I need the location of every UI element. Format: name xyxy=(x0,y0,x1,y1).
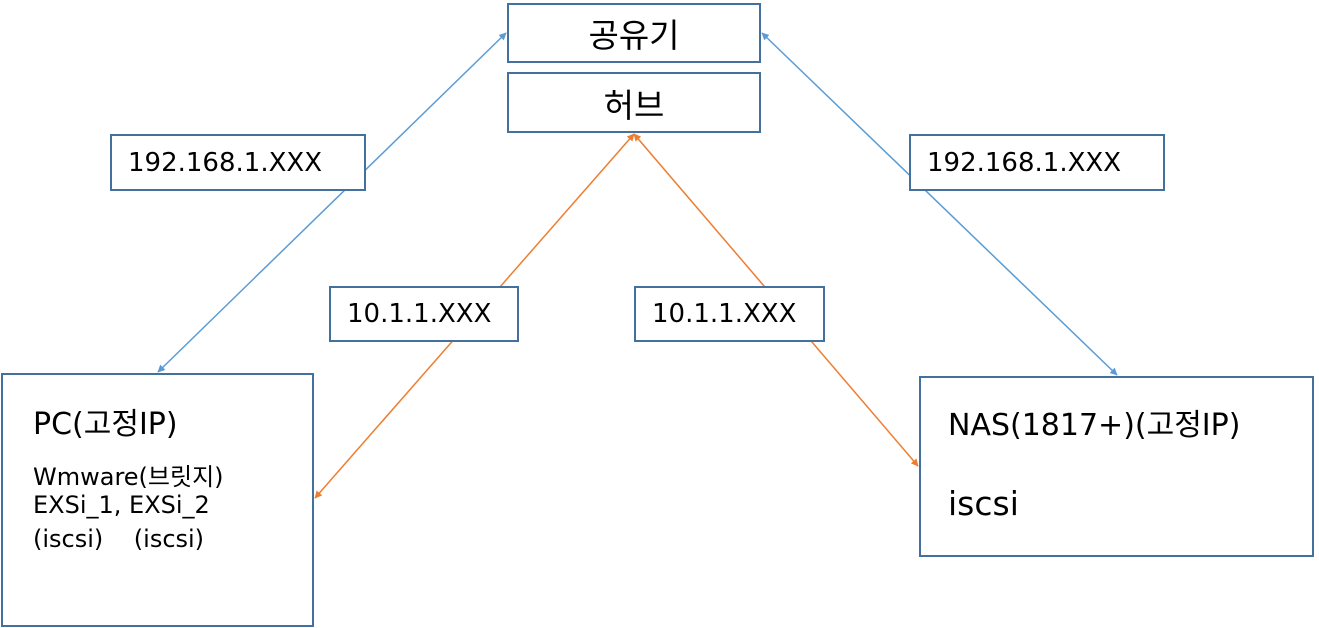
hub-box: 허브 xyxy=(507,72,761,133)
pc-box: PC(고정IP) Wmware(브릿지) EXSi_1, EXSi_2 (isc… xyxy=(1,373,314,627)
left-ip-label-box: 192.168.1.XXX xyxy=(110,134,366,191)
hub-label: 허브 xyxy=(603,85,665,125)
pc-line-esxi: EXSi_1, EXSi_2 xyxy=(33,491,210,519)
pc-line-vm: Wmware(브릿지) xyxy=(33,463,224,491)
nas-title: NAS(1817+)(고정IP) xyxy=(948,408,1241,443)
pc-title: PC(고정IP) xyxy=(33,407,178,442)
nas-subtitle: iscsi xyxy=(948,484,1019,523)
right-ip-label-box: 192.168.1.XXX xyxy=(909,134,1165,191)
router-box: 공유기 xyxy=(507,3,761,63)
pc-line-iscsi: (iscsi) (iscsi) xyxy=(33,525,205,553)
left-private-ip-label: 10.1.1.XXX xyxy=(347,299,492,329)
left-ip-label: 192.168.1.XXX xyxy=(128,147,323,178)
nas-box: NAS(1817+)(고정IP) iscsi xyxy=(919,376,1314,557)
right-private-ip-label-box: 10.1.1.XXX xyxy=(634,286,825,342)
right-ip-label: 192.168.1.XXX xyxy=(927,147,1122,178)
router-label: 공유기 xyxy=(588,16,680,55)
link-router-nas xyxy=(761,32,1118,376)
left-private-ip-label-box: 10.1.1.XXX xyxy=(329,286,519,342)
right-private-ip-label: 10.1.1.XXX xyxy=(652,299,797,329)
